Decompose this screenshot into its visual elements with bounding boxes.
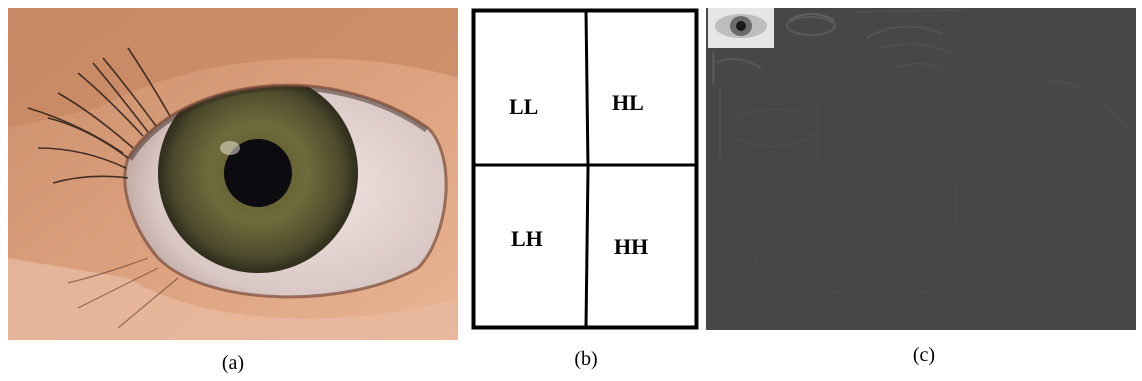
caption-b: (b): [566, 348, 606, 371]
caption-a: (a): [213, 352, 253, 375]
eye-photo-graphic: [8, 8, 458, 340]
subband-grid: [471, 8, 699, 330]
caption-c: (c): [904, 344, 944, 367]
eye-photo: [8, 8, 458, 340]
wavelet-decomposition-graphic: [706, 8, 1136, 330]
subband-ll-label: LL: [509, 94, 538, 120]
subband-hh-label: HH: [614, 234, 648, 260]
subband-hl-label: HL: [612, 90, 644, 116]
wavelet-decomposition: [706, 8, 1136, 330]
subband-diagram: LL HL LH HH: [471, 8, 699, 330]
subband-lh-label: LH: [511, 226, 543, 252]
